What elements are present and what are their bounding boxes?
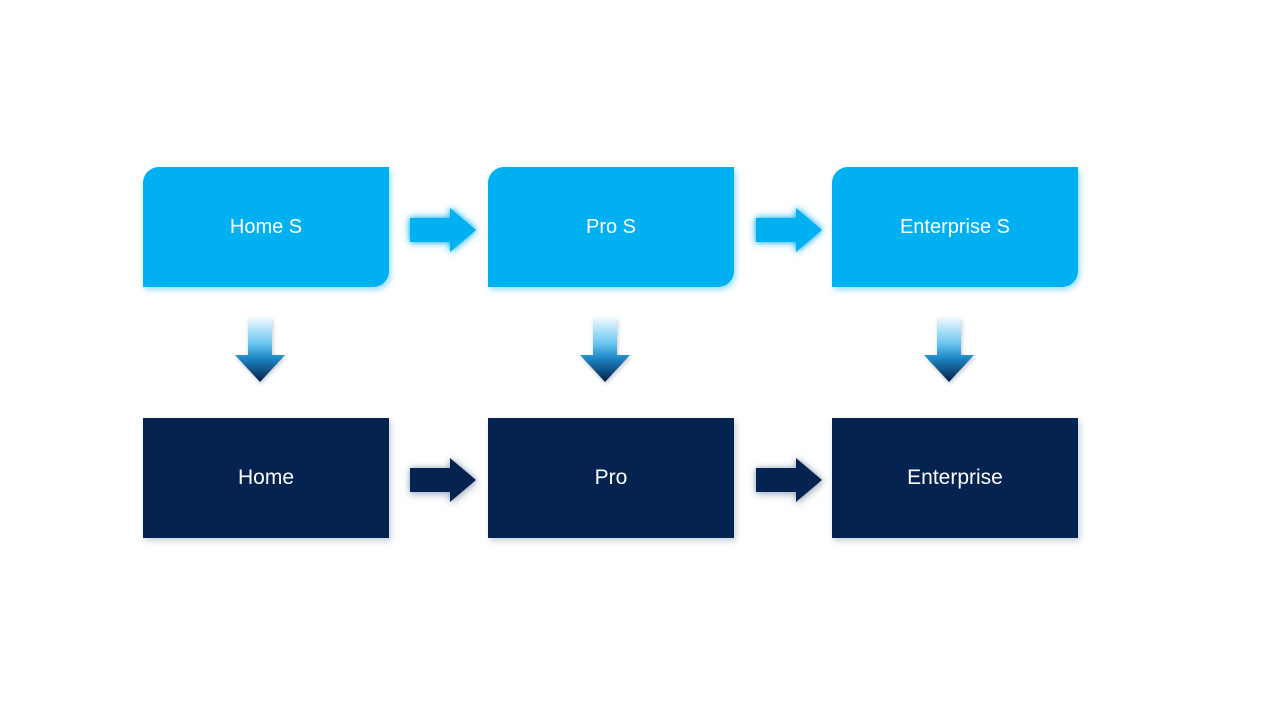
box-home-s-label: Home S xyxy=(229,215,303,238)
down-arrow-icon xyxy=(235,318,285,382)
box-enterprise-label: Enterprise xyxy=(907,466,1003,489)
down-arrow-icon xyxy=(924,318,974,382)
box-home-s[interactable]: Home S xyxy=(143,167,389,287)
box-home[interactable]: Home xyxy=(143,418,389,538)
box-enterprise-s-label: Enterprise S xyxy=(899,215,1011,238)
box-pro-label: Pro xyxy=(594,466,628,489)
box-pro-s[interactable]: Pro S xyxy=(488,167,734,287)
box-pro[interactable]: Pro xyxy=(488,418,734,538)
box-pro-s-label: Pro S xyxy=(585,215,637,238)
box-home-label: Home xyxy=(237,466,295,489)
down-arrow-icon xyxy=(580,318,630,382)
right-arrow-icon xyxy=(756,208,822,252)
box-enterprise[interactable]: Enterprise xyxy=(832,418,1078,538)
right-arrow-icon xyxy=(410,208,476,252)
box-enterprise-s[interactable]: Enterprise S xyxy=(832,167,1078,287)
right-arrow-icon xyxy=(410,458,476,502)
right-arrow-icon xyxy=(756,458,822,502)
